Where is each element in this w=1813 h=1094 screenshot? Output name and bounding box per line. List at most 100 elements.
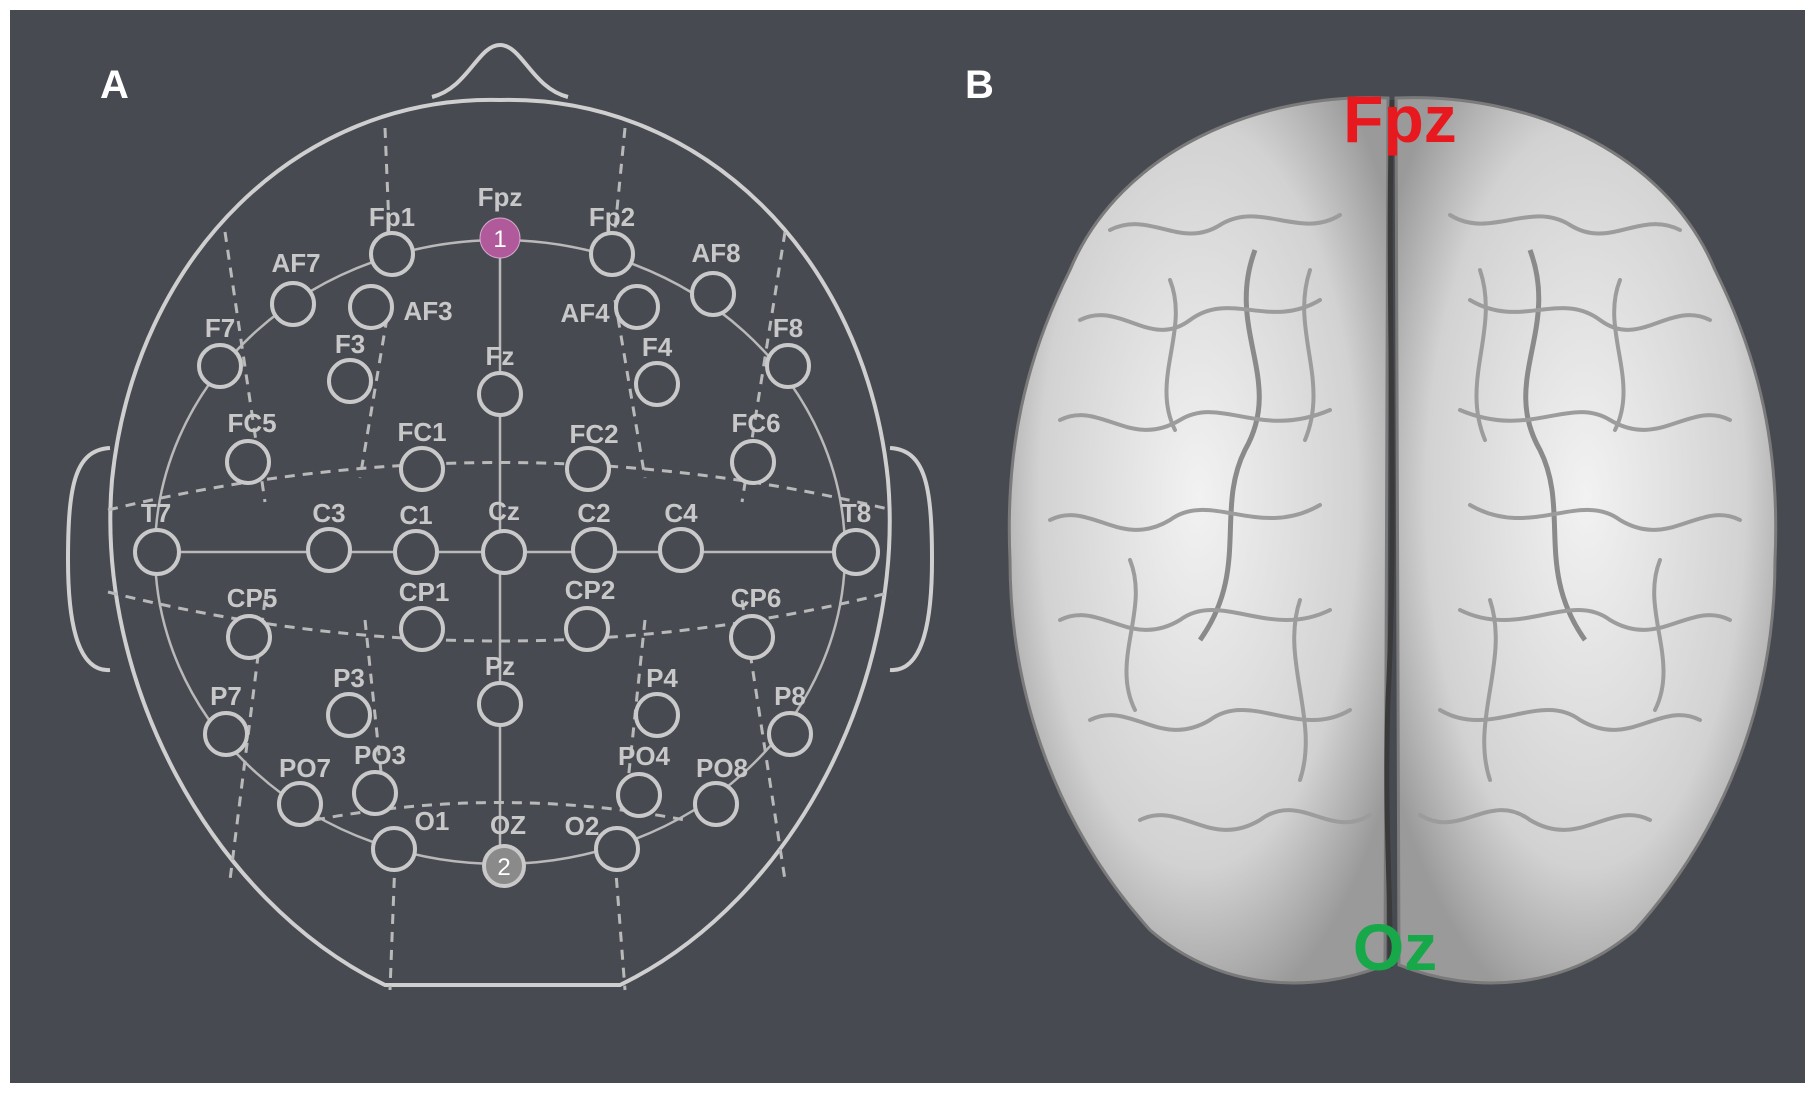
fpz-brain-label: Fpz [1343, 82, 1457, 156]
electrode-o1: O1 [371, 806, 450, 872]
svg-text:O2: O2 [565, 811, 600, 841]
electrode-pz: Pz [477, 651, 523, 727]
right-ear-outline [889, 446, 935, 673]
electrode-po7: PO7 [277, 753, 331, 827]
head-outline [108, 97, 892, 987]
occipital-dashed-arc [314, 801, 686, 822]
electrode-c2: C2 [571, 498, 617, 573]
electrode-o2: O2 [565, 811, 640, 872]
svg-text:AF7: AF7 [271, 248, 320, 278]
svg-text:Fp1: Fp1 [369, 202, 415, 232]
electrode-cp5: CP5 [226, 583, 278, 660]
svg-text:Cz: Cz [488, 496, 520, 526]
brain-image [1007, 96, 1778, 985]
electrode-c1: C1 [393, 500, 439, 575]
svg-text:Pz: Pz [485, 651, 515, 681]
svg-text:PO7: PO7 [279, 753, 331, 783]
electrode-po8: PO8 [693, 753, 748, 827]
electrode-fz: Fz [477, 341, 523, 417]
svg-text:CP5: CP5 [227, 583, 278, 613]
svg-text:C3: C3 [312, 498, 345, 528]
svg-text:FC6: FC6 [731, 408, 780, 438]
electrode-fp1: Fp1 [369, 202, 415, 277]
svg-text:2: 2 [497, 854, 510, 881]
svg-text:FC1: FC1 [397, 417, 446, 447]
nose-outline [431, 42, 569, 99]
svg-text:O1: O1 [415, 806, 450, 836]
electrode-c4: C4 [658, 498, 704, 573]
electrode-cz: Cz [481, 496, 527, 575]
panel-b-letter: B [965, 63, 994, 107]
electrode-cp2: CP2 [564, 575, 616, 652]
svg-text:P3: P3 [333, 663, 365, 693]
left-ear-outline [65, 446, 111, 673]
electrode-f7: F7 [197, 313, 243, 389]
electrode-af4: AF4 [560, 284, 660, 330]
oz-brain-label: Oz [1353, 910, 1437, 984]
svg-text:AF3: AF3 [403, 296, 452, 326]
dash-line [363, 619, 387, 811]
dash-line [740, 231, 787, 503]
electrode-fc2: FC2 [565, 419, 619, 492]
svg-text:C2: C2 [577, 498, 610, 528]
svg-text:AF8: AF8 [691, 238, 740, 268]
svg-text:PO8: PO8 [696, 753, 748, 783]
svg-text:P4: P4 [646, 663, 678, 693]
svg-text:Fp2: Fp2 [589, 202, 635, 232]
svg-text:F3: F3 [335, 329, 365, 359]
dash-line [388, 859, 397, 991]
electrode-fpz: 1 Fpz [478, 182, 523, 259]
electrode-po3: PO3 [352, 740, 406, 816]
lower-dashed-arc [107, 590, 893, 643]
electrode-cp6: CP6 [729, 583, 782, 660]
electrode-fc6: FC6 [730, 408, 781, 485]
svg-text:C1: C1 [399, 500, 432, 530]
dash-line [740, 599, 787, 881]
svg-text:FC5: FC5 [227, 408, 276, 438]
electrode-f4: F4 [634, 332, 680, 407]
upper-dashed-arc [107, 461, 893, 512]
svg-text:FC2: FC2 [569, 419, 618, 449]
electrode-cp1: CP1 [399, 577, 450, 652]
electrode-p7: P7 [203, 681, 249, 757]
svg-text:PO3: PO3 [354, 740, 406, 770]
dash-line [613, 299, 647, 479]
electrode-fc1: FC1 [397, 417, 447, 492]
electrode-f8: F8 [765, 313, 811, 389]
electrode-af8: AF8 [690, 238, 741, 317]
dash-line [223, 231, 267, 503]
electrode-fp2: Fp2 [589, 202, 635, 277]
electrode-p8: P8 [767, 681, 813, 757]
dash-line [358, 299, 392, 479]
svg-text:C4: C4 [664, 498, 698, 528]
electrode-fc5: FC5 [225, 408, 277, 485]
svg-text:CP6: CP6 [731, 583, 782, 613]
svg-text:PO4: PO4 [618, 741, 671, 771]
svg-text:Fz: Fz [486, 341, 515, 371]
electrode-f3: F3 [327, 329, 373, 404]
svg-text:P8: P8 [774, 681, 806, 711]
electrode-af3: AF3 [348, 284, 453, 330]
svg-text:F7: F7 [205, 313, 235, 343]
panel-b-brain-view: B [965, 63, 1778, 985]
electrode-p3: P3 [326, 663, 372, 738]
electrode-t7: T7 [133, 498, 181, 576]
svg-text:Fpz: Fpz [478, 182, 523, 212]
svg-text:F8: F8 [773, 313, 803, 343]
svg-text:T7: T7 [141, 498, 171, 528]
svg-text:F4: F4 [642, 332, 673, 362]
electrode-oz: 2 OZ [482, 810, 526, 888]
svg-text:T8: T8 [841, 498, 871, 528]
svg-text:CP1: CP1 [399, 577, 450, 607]
svg-text:1: 1 [493, 226, 506, 253]
dash-line [611, 127, 627, 251]
electrode-af7: AF7 [270, 248, 321, 327]
svg-text:P7: P7 [210, 681, 242, 711]
dash-line [383, 127, 392, 251]
svg-text:OZ: OZ [490, 810, 526, 840]
dash-line [228, 599, 267, 881]
svg-text:AF4: AF4 [560, 298, 610, 328]
svg-text:CP2: CP2 [565, 575, 616, 605]
